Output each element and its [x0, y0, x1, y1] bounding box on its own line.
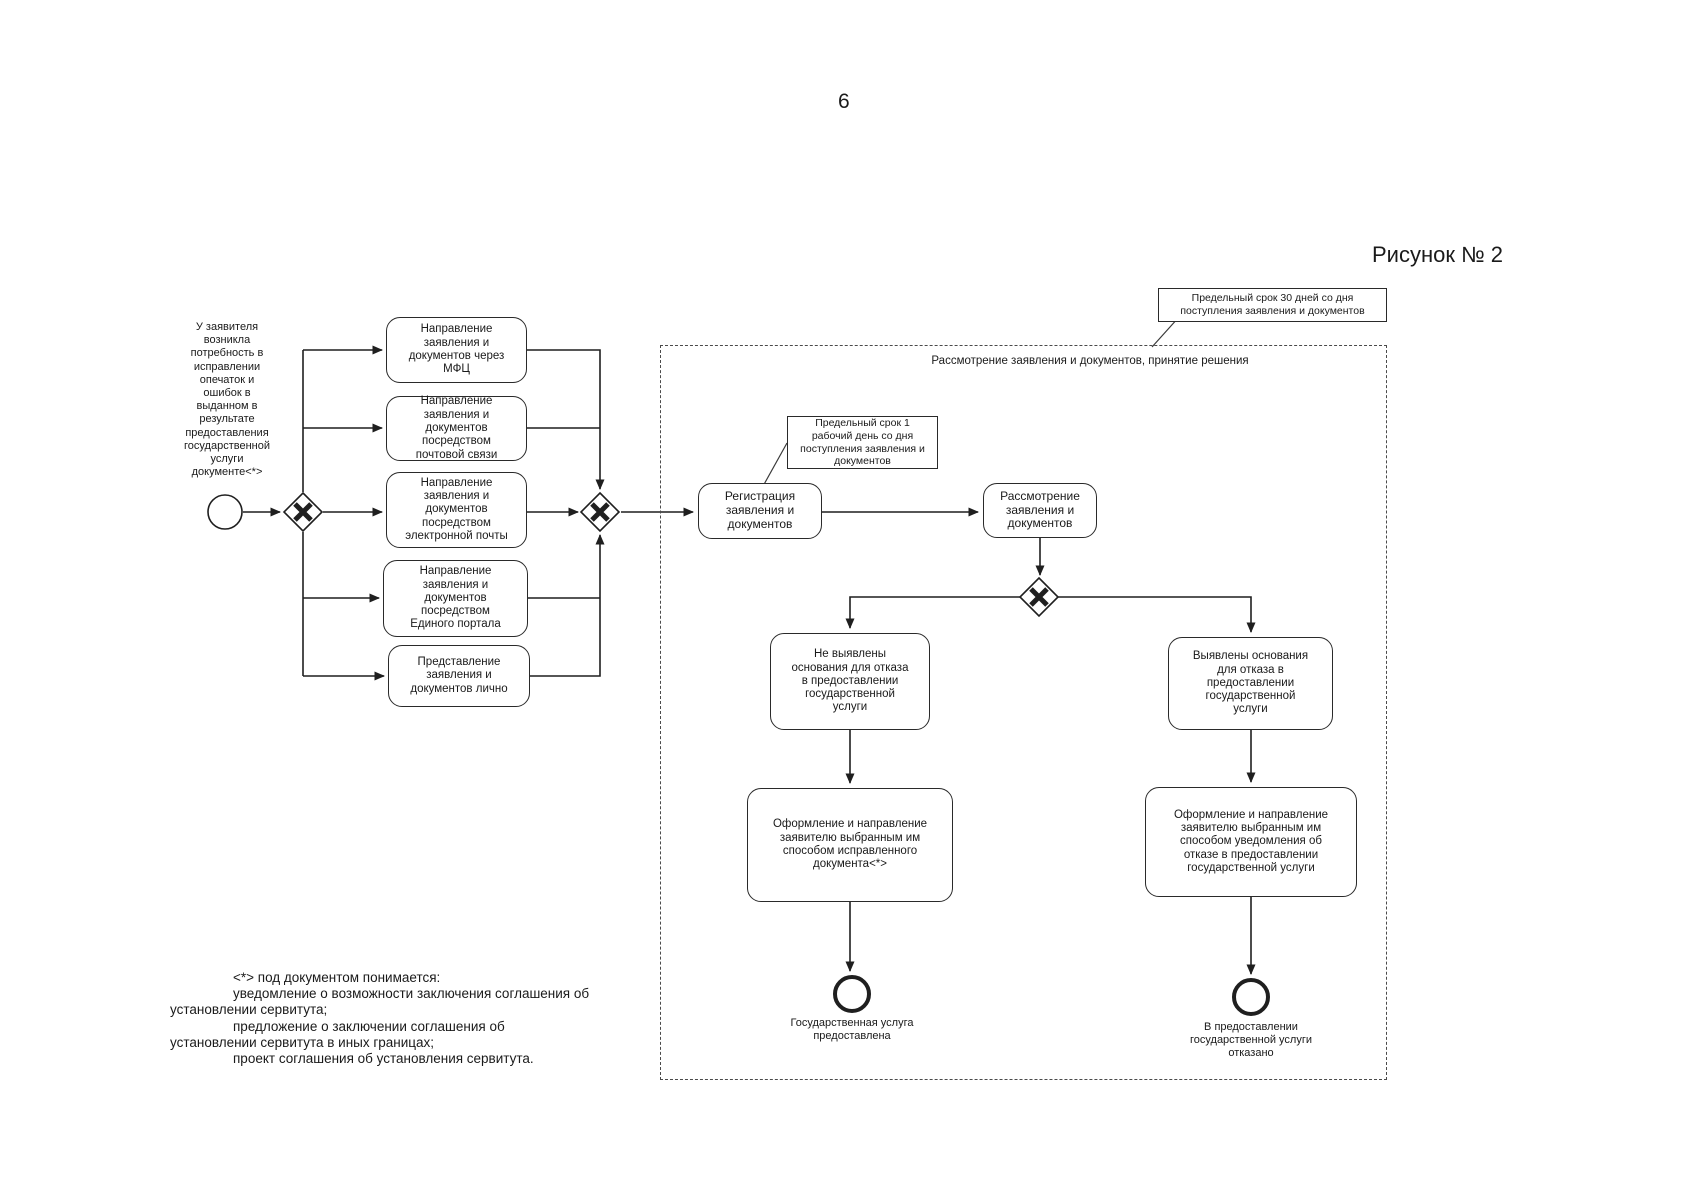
annotation-deadline-30-days: Предельный срок 30 дней со дня поступлен…: [1158, 288, 1387, 322]
footnote-line: <*> под документом понимается:: [233, 970, 441, 985]
end-event-refused-label: В предоставлении государственной услуги …: [1190, 1021, 1312, 1060]
footnote: <*> под документом понимается: уведомлен…: [170, 970, 640, 1067]
task-review: Рассмотрение заявления и документов: [983, 483, 1097, 538]
flow-mfc-to-merge: [527, 349, 605, 490]
subprocess-title: Рассмотрение заявления и документов, при…: [931, 355, 1249, 367]
footnote-line: установлении сервитута в иных границах;: [170, 1034, 435, 1050]
task-send-refusal-notice: Оформление и направление заявителю выбра…: [1145, 787, 1357, 897]
task-channel-mfc: Направление заявления и документов через…: [386, 317, 527, 383]
task-channel-inperson: Представление заявления и документов лич…: [388, 645, 530, 707]
task-channel-portal: Направление заявления и документов посре…: [383, 560, 528, 637]
footnote-line: проект соглашения об установления сервит…: [233, 1051, 534, 1067]
footnote-line: установлении сервитута;: [170, 1002, 328, 1018]
task-no-refusal-grounds: Не выявлены основания для отказа в предо…: [770, 633, 930, 730]
flow-inperson-to-merge: [530, 534, 605, 677]
start-event-circle: [207, 494, 243, 530]
start-condition-note: У заявителя возникла потребность в испра…: [184, 321, 270, 479]
annotation-deadline-1-day: Предельный срок 1 рабочий день со дня по…: [787, 416, 938, 469]
split-gateway: [282, 491, 324, 533]
footnote-line: уведомление о возможности заключения сог…: [233, 986, 590, 1002]
task-channel-mail: Направление заявления и документов посре…: [386, 395, 527, 461]
end-event-provided-label: Государственная услуга предоставлена: [790, 1017, 914, 1043]
task-registration: Регистрация заявления и документов: [698, 483, 822, 539]
task-send-corrected-document: Оформление и направление заявителю выбра…: [747, 788, 953, 902]
page-number: 6: [838, 90, 850, 113]
task-channel-email: Направление заявления и документов посре…: [386, 472, 527, 548]
footnote-line: предложение о заключении соглашения об: [233, 1018, 505, 1034]
merge-gateway: [579, 491, 621, 533]
figure-caption: Рисунок № 2: [1372, 242, 1504, 267]
task-refusal-grounds: Выявлены основания для отказа в предоста…: [1168, 637, 1333, 730]
subprocess-group: [660, 345, 1387, 1080]
